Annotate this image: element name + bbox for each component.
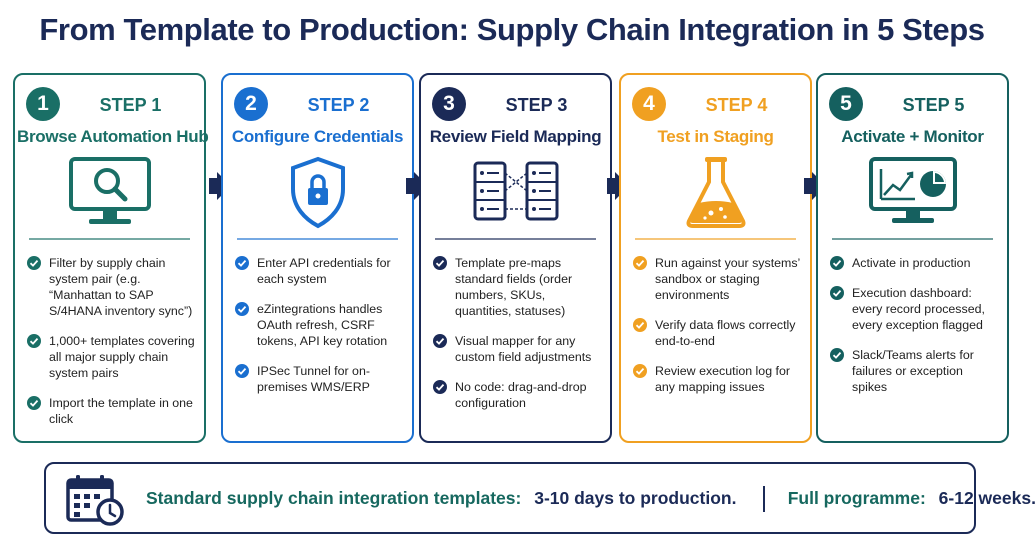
list-item: Template pre-maps standard fields (order… (433, 255, 602, 319)
step-5-card: 5 STEP 5 Activate + Monitor Activate in … (816, 73, 1009, 443)
step-4-title: Test in Staging (657, 127, 774, 146)
programme-label: Full programme: (787, 488, 926, 508)
step-2-bullets: Enter API credentials for each system eZ… (235, 255, 404, 409)
check-icon (433, 334, 447, 348)
step-5-number: 5 (829, 87, 863, 121)
step-1-title: Browse Automation Hub (17, 127, 209, 146)
list-item: Enter API credentials for each system (235, 255, 404, 287)
programme-value: 6-12 weeks. (938, 488, 1036, 508)
list-item: No code: drag-and-drop configuration (433, 379, 602, 411)
step-5-title: Activate + Monitor (841, 127, 984, 146)
list-item: 1,000+ templates covering all major supp… (27, 333, 196, 381)
list-item: Verify data flows correctly end-to-end (633, 317, 802, 349)
step-2-divider (237, 238, 398, 240)
list-item: IPSec Tunnel for on-premises WMS/ERP (235, 363, 404, 395)
step-1-label: STEP 1 (99, 95, 162, 115)
timeline-text: Standard supply chain integration templa… (146, 464, 1036, 532)
templates-value: 3-10 days to production. (534, 488, 737, 508)
flask-icon (686, 157, 745, 228)
check-icon (27, 334, 41, 348)
check-icon (27, 256, 41, 270)
list-item: Visual mapper for any custom field adjus… (433, 333, 602, 365)
list-item: Filter by supply chain system pair (e.g.… (27, 255, 196, 319)
check-icon (235, 302, 249, 316)
check-icon (235, 364, 249, 378)
step-4-divider (635, 238, 796, 240)
step-5-label: STEP 5 (902, 95, 965, 115)
list-item: Slack/Teams alerts for failures or excep… (830, 347, 999, 395)
step-4-label: STEP 4 (705, 95, 768, 115)
separator (763, 486, 765, 513)
step-1-card: 1 STEP 1 Browse Automation Hub Filter by… (13, 73, 209, 443)
check-icon (433, 256, 447, 270)
step-4-card: 4 STEP 4 Test in Staging Run against you… (619, 73, 812, 443)
check-icon (235, 256, 249, 270)
arrow-right-icon (607, 172, 629, 200)
check-icon (830, 348, 844, 362)
arrow-right-icon (804, 172, 826, 200)
step-3-card: 3 STEP 3 Review Field Mapping Template p… (419, 73, 612, 443)
shield-lock-icon (290, 156, 345, 229)
step-3-bullets: Template pre-maps standard fields (order… (433, 255, 602, 425)
calendar-clock-icon (66, 475, 124, 526)
step-1-bullets: Filter by supply chain system pair (e.g.… (27, 255, 196, 441)
check-icon (830, 256, 844, 270)
field-mapping-icon (473, 161, 558, 221)
check-icon (633, 256, 647, 270)
templates-label: Standard supply chain integration templa… (146, 488, 522, 508)
list-item: Import the template in one click (27, 395, 196, 427)
list-item: Execution dashboard: every record proces… (830, 285, 999, 333)
step-4-number: 4 (632, 87, 666, 121)
step-2-number: 2 (234, 87, 268, 121)
step-1-divider (29, 238, 190, 240)
arrow-right-icon (209, 172, 231, 200)
step-2-label: STEP 2 (307, 95, 370, 115)
monitor-search-icon (68, 157, 151, 224)
check-icon (633, 318, 647, 332)
step-5-divider (832, 238, 993, 240)
arrow-right-icon (406, 172, 428, 200)
step-2-title: Configure Credentials (231, 127, 404, 146)
step-5-bullets: Activate in production Execution dashboa… (830, 255, 999, 409)
timeline-banner: Standard supply chain integration templa… (44, 462, 1036, 534)
step-3-title: Review Field Mapping (429, 127, 602, 146)
check-icon (830, 286, 844, 300)
step-2-card: 2 STEP 2 Configure Credentials Enter API… (221, 73, 414, 443)
step-3-label: STEP 3 (505, 95, 568, 115)
step-1-number: 1 (26, 87, 60, 121)
check-icon (27, 396, 41, 410)
step-3-divider (435, 238, 596, 240)
check-icon (433, 380, 447, 394)
list-item: eZintegrations handles OAuth refresh, CS… (235, 301, 404, 349)
list-item: Review execution log for any mapping iss… (633, 363, 802, 395)
check-icon (633, 364, 647, 378)
step-3-number: 3 (432, 87, 466, 121)
page-title: From Template to Production: Supply Chai… (39, 12, 985, 47)
list-item: Run against your systems’ sandbox or sta… (633, 255, 802, 303)
step-4-bullets: Run against your systems’ sandbox or sta… (633, 255, 802, 409)
list-item: Activate in production (830, 255, 999, 271)
dashboard-monitor-icon (868, 157, 957, 223)
